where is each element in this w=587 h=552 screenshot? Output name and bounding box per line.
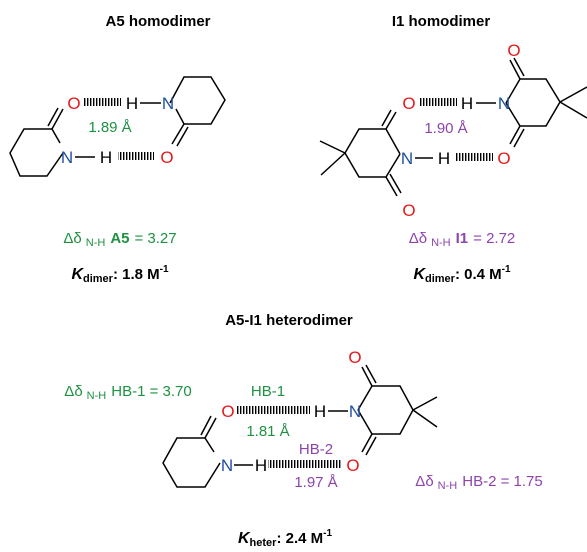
hetero-oxygen-i1-upper: O bbox=[348, 348, 361, 367]
hetero-nitrogen-i1: N bbox=[349, 402, 361, 421]
a5-nitrogen-right: N bbox=[162, 94, 174, 113]
hetero-oxygen-a5: O bbox=[221, 402, 234, 421]
a5-hbond-top bbox=[84, 98, 121, 106]
hetero-title: A5-I1 heterodimer bbox=[225, 312, 353, 329]
hetero-hb2-distance: 1.97 Å bbox=[294, 474, 337, 491]
a5-nitrogen-left: N bbox=[61, 148, 73, 167]
a5-k-dimer: Kdimer: 1.8 M-1 bbox=[71, 264, 169, 285]
i1-distance-label: 1.90 Å bbox=[424, 120, 467, 137]
a5-hbond-bottom bbox=[118, 152, 154, 160]
hetero-oxygen-i1-lower: O bbox=[346, 456, 359, 475]
a5-oxygen-bottom: O bbox=[160, 148, 173, 167]
hetero-hb1-label: HB-1 bbox=[251, 383, 285, 400]
hetero-hb1-distance: 1.81 Å bbox=[246, 423, 289, 440]
i1-hydrogen-bottom: H bbox=[438, 149, 450, 168]
i1-homodimer: I1 homodimer bbox=[319, 13, 587, 285]
i1-oxygen-top: O bbox=[402, 94, 415, 113]
hetero-nitrogen-a5: N bbox=[221, 456, 233, 475]
a5-hydrogen-top: H bbox=[126, 94, 138, 113]
hetero-hydrogen-hb2: H bbox=[255, 456, 267, 475]
i1-hbond-top bbox=[419, 98, 457, 106]
a5-title: A5 homodimer bbox=[105, 13, 210, 30]
hetero-k-heter: Kheter: 2.4 M-1 bbox=[238, 528, 332, 549]
hetero-hbond-2 bbox=[268, 460, 342, 468]
i1-oxygen-upper: O bbox=[507, 41, 520, 60]
a5-bonds bbox=[9, 76, 226, 177]
i1-hydrogen-top: H bbox=[461, 94, 473, 113]
a5-distance-label: 1.89 Å bbox=[88, 119, 131, 136]
hetero-hbond-1 bbox=[236, 406, 310, 414]
i1-nitrogen-right: N bbox=[498, 94, 510, 113]
i1-hbond-bottom bbox=[455, 153, 493, 161]
hetero-hb2-label: HB-2 bbox=[299, 441, 333, 458]
i1-k-dimer: Kdimer: 0.4 M-1 bbox=[413, 264, 511, 285]
hetero-bonds bbox=[162, 364, 438, 488]
hetero-hydrogen-hb1: H bbox=[314, 402, 326, 421]
i1-oxygen-lower: O bbox=[402, 201, 415, 220]
i1-bonds bbox=[319, 57, 587, 197]
a5-i1-heterodimer: A5-I1 heterodimer O H N N H O O HB-1 1.8… bbox=[64, 312, 542, 549]
i1-title: I1 homodimer bbox=[392, 13, 491, 30]
a5-oxygen-top: O bbox=[67, 94, 80, 113]
i1-oxygen-bottom: O bbox=[497, 149, 510, 168]
a5-hydrogen-bottom: H bbox=[100, 148, 112, 167]
i1-nitrogen-left: N bbox=[401, 149, 413, 168]
